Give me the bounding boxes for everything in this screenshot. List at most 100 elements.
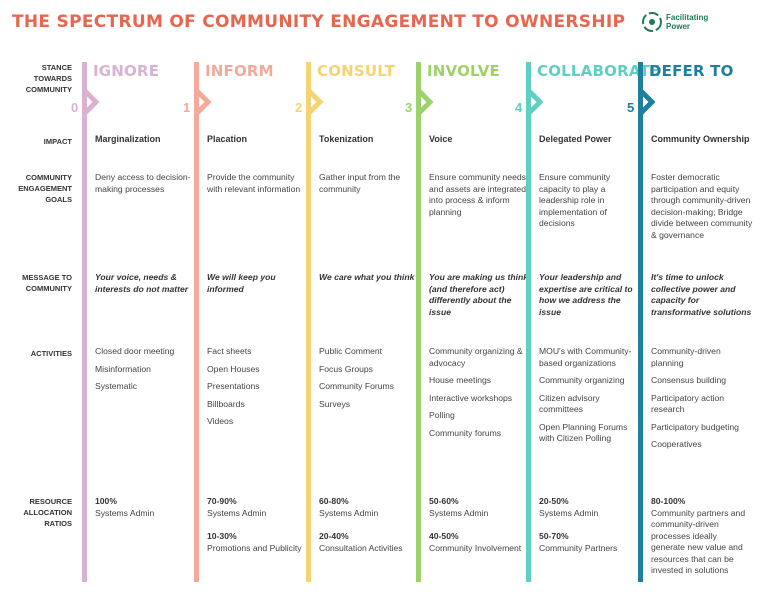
logo-line1: Facilitating (666, 13, 709, 22)
stage-name: CONSULT (317, 62, 396, 80)
resource-pct: 100% (95, 496, 117, 506)
stage-goals: Foster democratic participation and equi… (651, 172, 753, 240)
stage-bar (306, 62, 311, 582)
stage-bar (416, 62, 421, 582)
activity-item: Interactive workshops (429, 392, 513, 403)
stage-message: We care what you think (319, 272, 415, 282)
resource-pct: 70-90% (207, 496, 237, 506)
stage-name: DEFER TO (649, 62, 734, 80)
activity-item: Surveys (319, 398, 351, 409)
stage-bar (82, 62, 87, 582)
resource-label: Community partners and community-driven … (651, 507, 746, 576)
activity-item: Videos (207, 416, 234, 426)
resource-entry: 80-100%Community partners and community-… (651, 496, 753, 577)
activity-item: Consensus building (651, 375, 727, 385)
stage-impact: Placation (207, 134, 248, 144)
activity-item: Community-driven planning (651, 346, 721, 368)
stage-resources: 70-90%Systems Admin 10-30%Promotions and … (207, 496, 309, 554)
activity-item: Closed door meeting (95, 346, 175, 356)
activity-item: Focus Groups (319, 363, 373, 374)
stage-bar (194, 62, 199, 582)
stage-number: 5 (627, 100, 635, 115)
resource-pct: 60-80% (319, 496, 349, 506)
stage-message: Your leadership and expertise are critic… (539, 272, 633, 317)
activity-item: Presentations (207, 381, 260, 391)
resource-label: Systems Admin (429, 507, 489, 518)
resource-entry: 60-80%Systems Admin (319, 496, 421, 519)
row-label-goals: COMMUNITY ENGAGEMENT GOALS (18, 173, 72, 204)
resource-label: Community Involvement (429, 542, 522, 553)
page-title: THE SPECTRUM OF COMMUNITY ENGAGEMENT TO … (12, 12, 626, 32)
resource-pct: 40-50% (429, 531, 459, 541)
resource-entry: 20-50%Systems Admin (539, 496, 641, 519)
logo: Facilitating Power (642, 12, 708, 32)
stage-resources: 100%Systems Admin (95, 496, 197, 519)
stage-number: 3 (405, 100, 413, 115)
resource-label: Community Partners (539, 542, 618, 553)
activity-item: Citizen advisory committees (539, 392, 600, 415)
stage-activities: MOU's with Community-based organizations… (539, 346, 641, 451)
resource-entry: 40-50%Community Involvement (429, 531, 531, 554)
resource-pct: 50-70% (539, 531, 569, 541)
activity-item: House meetings (429, 375, 492, 385)
resource-label: Systems Admin (95, 507, 155, 518)
resource-entry: 50-70%Community Partners (539, 531, 641, 554)
stage-number: 0 (71, 100, 79, 115)
logo-icon (642, 12, 662, 32)
activity-item: Fact sheets (207, 346, 252, 356)
stage-impact: Tokenization (319, 134, 374, 144)
resource-pct: 50-60% (429, 496, 459, 506)
resource-entry: 10-30%Promotions and Publicity (207, 531, 309, 554)
resource-entry: 100%Systems Admin (95, 496, 197, 519)
stage-impact: Voice (429, 134, 453, 144)
resource-entry: 70-90%Systems Admin (207, 496, 309, 519)
resource-label: Systems Admin (319, 507, 379, 518)
resource-label: Consultation Activities (319, 542, 403, 553)
stage-number: 4 (515, 100, 523, 115)
stage-name: COLLABORATE (537, 62, 661, 80)
activity-item: Community forums (429, 427, 502, 438)
activity-item: Community Forums (319, 381, 394, 391)
stage-chevron-icon (82, 62, 100, 126)
activity-item: Billboards (207, 398, 245, 409)
stage-name: INVOLVE (427, 62, 500, 80)
stage-impact: Delegated Power (539, 134, 612, 144)
resource-label: Systems Admin (539, 507, 599, 518)
stage-goals: Ensure community needs and assets are in… (429, 172, 526, 217)
stage-bar (638, 62, 643, 582)
stage-number: 2 (295, 100, 303, 115)
resource-label: Systems Admin (207, 507, 267, 518)
stage-number: 1 (183, 100, 191, 115)
activity-item: Polling (429, 410, 455, 420)
stage-chevron-icon (638, 62, 656, 126)
activity-item: Cooperatives (651, 439, 702, 449)
activity-item: Misinformation (95, 363, 151, 374)
resource-pct: 10-30% (207, 531, 237, 541)
stage-resources: 50-60%Systems Admin 40-50%Community Invol… (429, 496, 531, 554)
activity-item: Community organizing (539, 375, 625, 385)
activity-item: Open Houses (207, 363, 260, 374)
stage-message: Your voice, needs & interests do not mat… (95, 272, 189, 294)
row-label-impact: IMPACT (43, 137, 72, 146)
stage-bar (526, 62, 531, 582)
stage-message: We will keep you informed (207, 272, 276, 294)
stage-chevron-icon (416, 62, 434, 126)
stage-chevron-icon (194, 62, 212, 126)
resource-entry: 50-60%Systems Admin (429, 496, 531, 519)
stage-resources: 20-50%Systems Admin 50-70%Community Partn… (539, 496, 641, 554)
stage-impact: Community Ownership (651, 134, 750, 144)
row-label-message: MESSAGE TO COMMUNITY (22, 273, 72, 293)
stage-message: You are making us think, (and therefore … (429, 272, 531, 317)
activity-item: Participatory action research (651, 392, 725, 415)
stage-name: INFORM (205, 62, 274, 80)
